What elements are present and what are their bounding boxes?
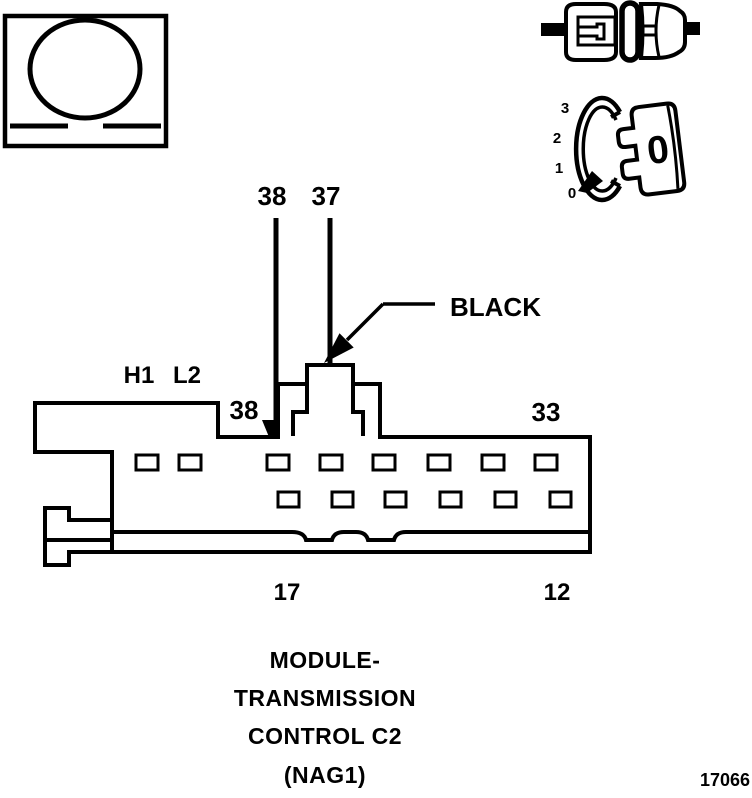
plug-left-housing: [564, 2, 618, 62]
dial-position-0: 0: [568, 185, 576, 202]
connector-title-line-4: (NAG1): [284, 762, 366, 788]
label-l2: L2: [173, 362, 201, 389]
dial-icon: 3 2 1 0 0: [553, 95, 687, 203]
connector-title-line-2: TRANSMISSION: [234, 685, 416, 711]
pin-38-callout-label: 38: [258, 181, 287, 211]
dial-disc-outer: [573, 95, 622, 203]
pin-cavity-h1: [134, 453, 160, 472]
pin-cavity-14: [438, 490, 463, 509]
connector-plug-icon: [541, 0, 700, 63]
pin-cavity-37: [318, 453, 344, 472]
bottom-rail-profile: [113, 530, 588, 542]
plug-key-slot: [641, 24, 658, 37]
plug-right-shell: [638, 2, 687, 60]
pin-cavity-l2: [177, 453, 203, 472]
dial-key-edge: [666, 105, 680, 189]
pin-cavity-35: [426, 453, 452, 472]
connector-body-outline: [33, 363, 592, 554]
pin-cavity-17: [276, 490, 301, 509]
label-top-row-first: 38: [230, 395, 259, 425]
pin-cavity-16: [330, 490, 355, 509]
connector-title-line-1: MODULE-: [270, 647, 381, 673]
dial-key-body: [615, 101, 687, 197]
label-top-row-last: 33: [532, 397, 561, 427]
plug-terminal-tongue: [578, 22, 606, 41]
dial-disc-cap-bottom: [610, 179, 621, 188]
pin-cavity-33: [533, 453, 559, 472]
left-wire-stub: [541, 23, 566, 36]
figure-number: 17066: [700, 770, 750, 790]
pin-37-callout-label: 37: [312, 181, 341, 211]
wire-color-callout: BLACK: [324, 292, 541, 363]
dial-position-3: 3: [561, 100, 569, 117]
pin-cavity-15: [383, 490, 408, 509]
mounting-clip-outline: [43, 506, 113, 567]
keyway-inner-step-left: [291, 385, 309, 436]
label-bottom-row-first: 17: [274, 579, 301, 606]
keyway-inner-step-right: [351, 385, 365, 436]
pin-cavity-12: [548, 490, 573, 509]
connector-title-block: MODULE- TRANSMISSION CONTROL C2 (NAG1): [234, 647, 416, 788]
wire-color-arrowhead: [324, 333, 354, 363]
label-h1: H1: [124, 362, 155, 389]
pin-cavity-34: [480, 453, 506, 472]
pin-cavity-13: [493, 490, 518, 509]
wire-color-leader-diagonal: [345, 302, 385, 342]
dial-pointer-wedge: [578, 171, 603, 193]
dial-position-1: 1: [555, 160, 563, 177]
omega-icon: [2, 13, 169, 149]
pin-cavity-38: [265, 453, 291, 472]
connector-drawing: H1 L2 38 33 17 12: [33, 362, 592, 606]
omega-loop: [27, 17, 143, 121]
pin-cavity-36: [371, 453, 397, 472]
dial-key: 0: [615, 101, 687, 197]
dial-disc-cap-top: [610, 110, 621, 119]
pin-row-top: [134, 453, 559, 472]
dial-key-marking: 0: [645, 128, 672, 173]
dial-position-2: 2: [553, 130, 561, 147]
right-wire-stub: [685, 22, 700, 35]
pin-row-bottom: [276, 490, 573, 509]
wire-color-label: BLACK: [450, 292, 541, 322]
seal-ring: [619, 0, 641, 63]
plug-cavity: [576, 15, 617, 47]
label-bottom-row-last: 12: [544, 579, 571, 606]
connector-title-line-3: CONTROL C2: [248, 723, 402, 749]
dial-disc-inner: [581, 105, 618, 193]
